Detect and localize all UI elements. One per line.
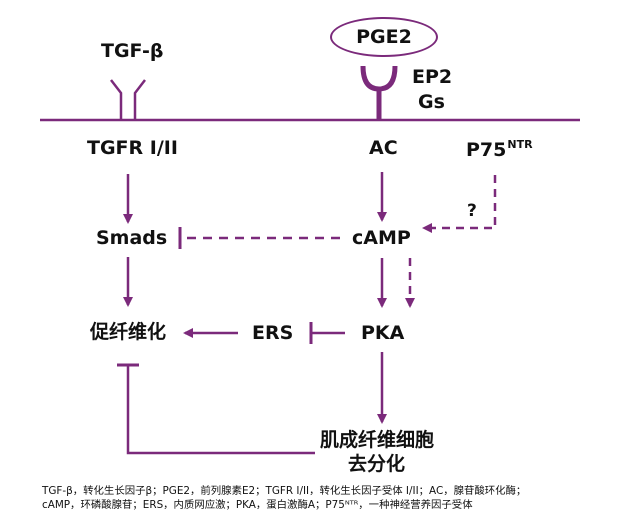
caption-line-1: TGF-β，转化生长因子β；PGE2，前列腺素E2；TGFR I/II，转化生长… [42,485,527,497]
ac-label: AC [369,137,398,159]
tgfr-label: TGFR I/II [87,137,178,159]
ep2-receptor-icon [360,65,398,120]
question-mark: ? [467,201,477,221]
p75-base: P75 [466,139,507,161]
tgf-receptor-icon [110,79,146,120]
inhibit-dediff-fibrosis [126,365,315,455]
p75-label: P75NTR [466,138,533,161]
smads-label: Smads [96,227,168,249]
p75-superscript: NTR [507,138,533,151]
pge2-label: PGE2 [356,26,412,48]
pro-fibrosis-label: 促纤维化 [90,321,167,343]
dediff-label-line2: 去分化 [348,453,406,475]
caption-line-2: cAMP，环磷酸腺苷；ERS，内质网应激；PKA，蛋白激酶A；P75ᴺᵀᴿ，一种… [42,499,473,511]
camp-label: cAMP [352,227,411,249]
tgfb-label: TGF-β [101,40,164,62]
dediff-label-line1: 肌成纤维细胞 [320,429,435,451]
gs-label: Gs [418,91,445,113]
arrow-p75-camp-dashed [422,175,497,233]
ep2-label: EP2 [412,66,453,88]
abbreviation-caption: TGF-β，转化生长因子β；PGE2，前列腺素E2；TGFR I/II，转化生长… [42,484,622,512]
pge2-ellipse: PGE2 [330,17,438,57]
pka-label: PKA [361,322,405,344]
ers-label: ERS [252,322,294,344]
